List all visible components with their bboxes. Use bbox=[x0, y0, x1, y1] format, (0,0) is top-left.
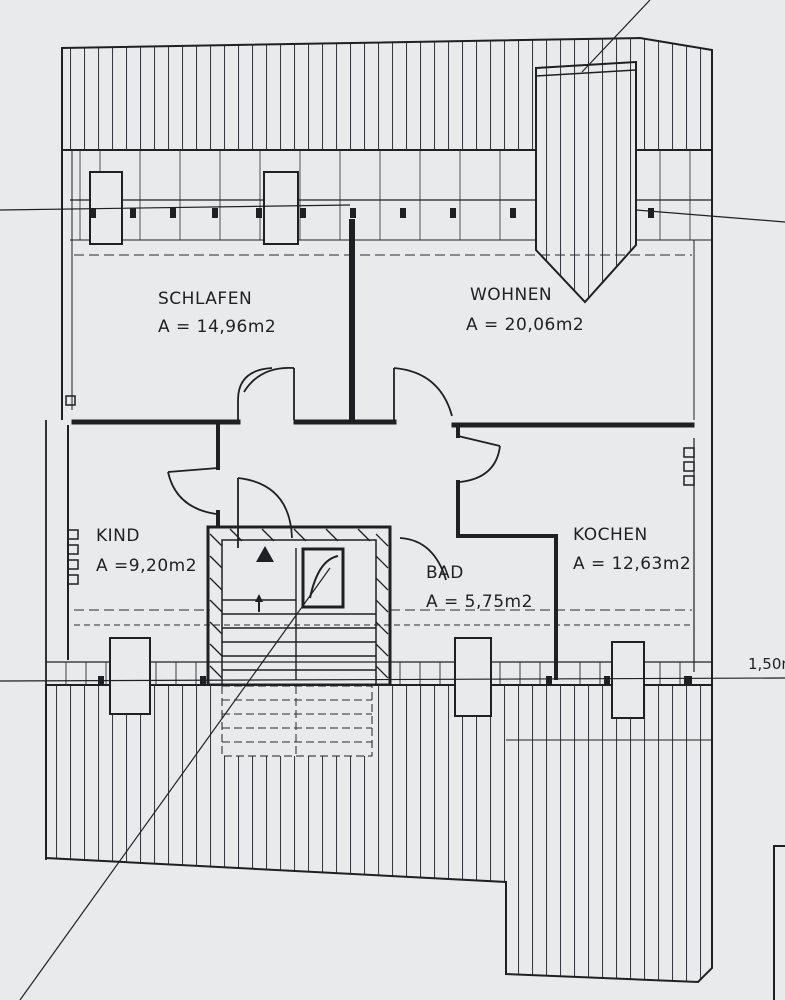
room-bad: BAD A = 5,75m2 bbox=[426, 563, 533, 612]
room-wohnen: WOHNEN A = 20,06m2 bbox=[466, 285, 584, 335]
drawing-frame bbox=[773, 845, 785, 1000]
roof-windows-bottom bbox=[109, 637, 645, 719]
interior-walls bbox=[71, 219, 695, 680]
room-name: BAD bbox=[426, 563, 464, 583]
room-name: KIND bbox=[96, 526, 140, 546]
room-area: A = 14,96m2 bbox=[158, 317, 276, 337]
dimension-label: 1,50m bbox=[748, 655, 785, 673]
room-area: A = 20,06m2 bbox=[466, 315, 584, 335]
side-wall-right bbox=[683, 50, 713, 690]
roof-bottom bbox=[45, 661, 713, 984]
room-name: SCHLAFEN bbox=[158, 289, 252, 309]
room-kochen: KOCHEN A = 12,63m2 bbox=[573, 525, 691, 574]
left-wall-vents bbox=[67, 529, 79, 585]
room-kind: KIND A =9,20m2 bbox=[96, 526, 197, 576]
room-name: WOHNEN bbox=[470, 285, 552, 305]
top-beam-marks bbox=[90, 208, 654, 218]
room-area: A =9,20m2 bbox=[96, 556, 197, 576]
room-name: KOCHEN bbox=[573, 525, 648, 545]
stairwell bbox=[206, 525, 392, 687]
room-area: A = 5,75m2 bbox=[426, 592, 533, 612]
room-schlafen: SCHLAFEN A = 14,96m2 bbox=[158, 289, 276, 337]
dormer bbox=[535, 60, 637, 304]
room-boundary-lines bbox=[74, 254, 692, 626]
room-area: A = 12,63m2 bbox=[573, 554, 691, 574]
